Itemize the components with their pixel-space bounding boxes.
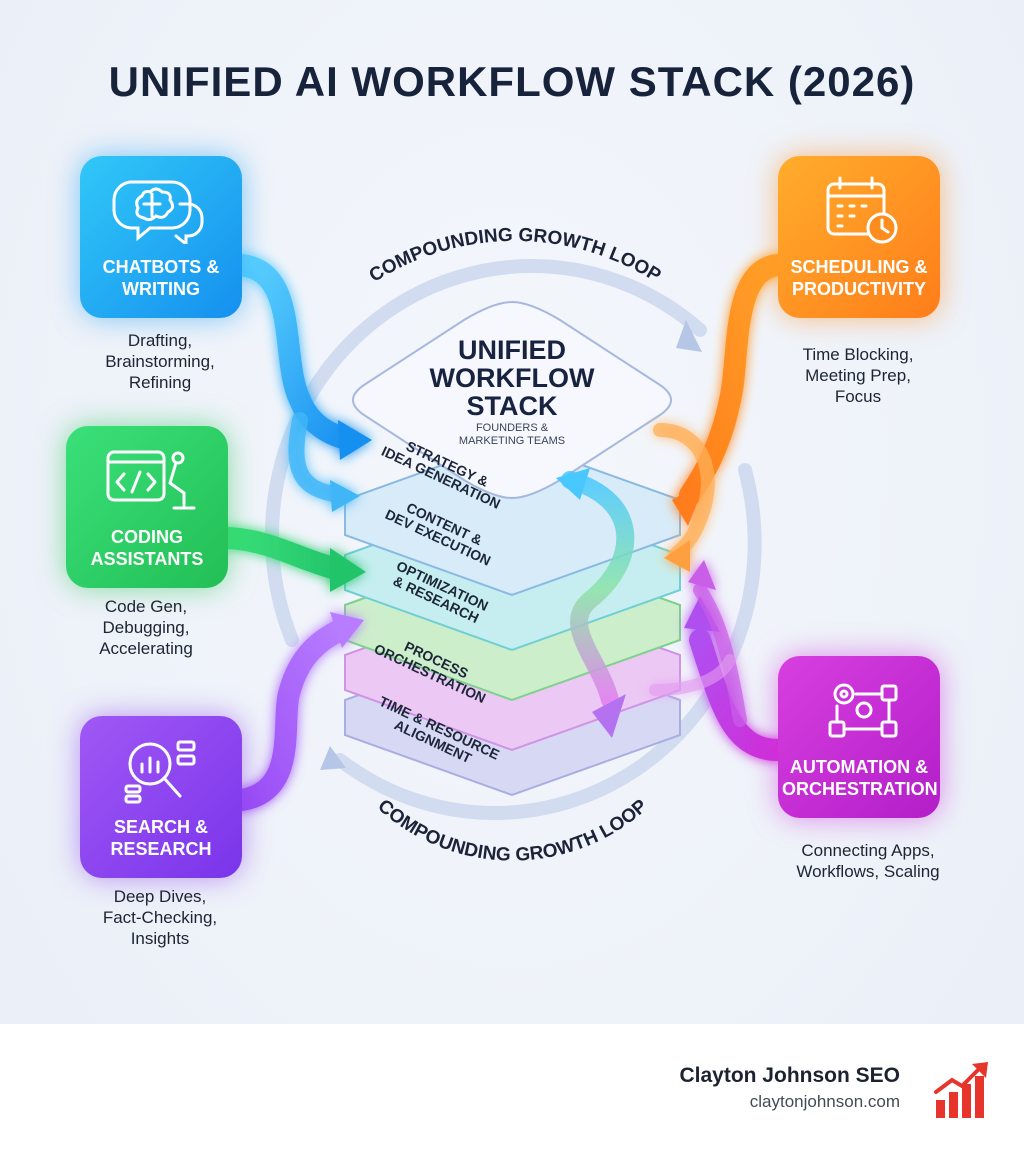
card-desc-search: Deep Dives, Fact-Checking, Insights (102, 887, 218, 948)
arrow-coding-head (330, 548, 366, 592)
arrow-chatbots-branch-head (330, 480, 360, 512)
arrow-chatbots-branch (288, 412, 348, 503)
core-arrowhead-bottom (592, 694, 626, 738)
card-label: SCHEDULING & PRODUCTIVITY (790, 257, 928, 299)
arrow-automation (689, 629, 789, 761)
growth-loop-ring (264, 259, 762, 820)
page-title: UNIFIED AI WORKFLOW STACK (2026) (108, 58, 916, 105)
core-arrowhead-top (556, 468, 590, 500)
code-robot-icon (106, 450, 196, 510)
card-automation-orchestration[interactable]: AUTOMATION & ORCHESTRATION (778, 656, 940, 818)
stack-title: UNIFIED WORKFLOW STACK (429, 335, 595, 421)
arrow-chatbots (229, 254, 361, 451)
card-search-research[interactable]: SEARCH & RESEARCH (80, 716, 242, 878)
card-label: AUTOMATION & ORCHESTRATION (782, 757, 938, 799)
arrow-scheduling-branch-head (664, 540, 690, 572)
core-swirl-arrow (561, 471, 635, 709)
arrow-automation-branch-head (688, 560, 716, 590)
card-label: CHATBOTS & WRITING (102, 257, 220, 299)
growth-chart-icon (934, 1062, 988, 1118)
brand-url: claytonjohnson.com (749, 1092, 900, 1111)
arrow-automation-inner (649, 654, 736, 696)
card-scheduling-productivity[interactable]: SCHEDULING & PRODUCTIVITY (778, 156, 940, 318)
arrow-search-head (330, 612, 364, 648)
card-chatbots-writing[interactable]: CHATBOTS & WRITING (80, 156, 242, 318)
footer (0, 1024, 1024, 1154)
card-desc-coding: Code Gen, Debugging, Accelerating (99, 597, 193, 658)
stack-subtitle: FOUNDERS & MARKETING TEAMS (458, 422, 566, 447)
gears-flow-icon (828, 683, 898, 738)
card-desc-automation: Connecting Apps, Workflows, Scaling (796, 841, 940, 881)
card-desc-chatbots: Drafting, Brainstorming, Refining (105, 331, 215, 392)
arrow-chatbots-head (338, 420, 372, 460)
arrow-coding (217, 527, 351, 581)
brand-name: Clayton Johnson SEO (679, 1064, 900, 1087)
calendar-clock-icon (826, 176, 898, 244)
brain-chat-icon (112, 180, 204, 244)
card-coding-assistants[interactable]: CODING ASSISTANTS (66, 426, 228, 588)
arrow-search (231, 619, 351, 811)
card-label: CODING ASSISTANTS (90, 527, 204, 569)
card-label: SEARCH & RESEARCH (110, 817, 212, 859)
search-analytics-icon (124, 740, 196, 804)
arrow-scheduling-head (672, 480, 706, 526)
card-desc-scheduling: Time Blocking, Meeting Prep, Focus (802, 345, 914, 406)
workflow-diagram: COMPOUNDING GROWTH LOOP COMPOUNDING GROW… (217, 225, 789, 866)
arrow-automation-branch (693, 583, 747, 727)
